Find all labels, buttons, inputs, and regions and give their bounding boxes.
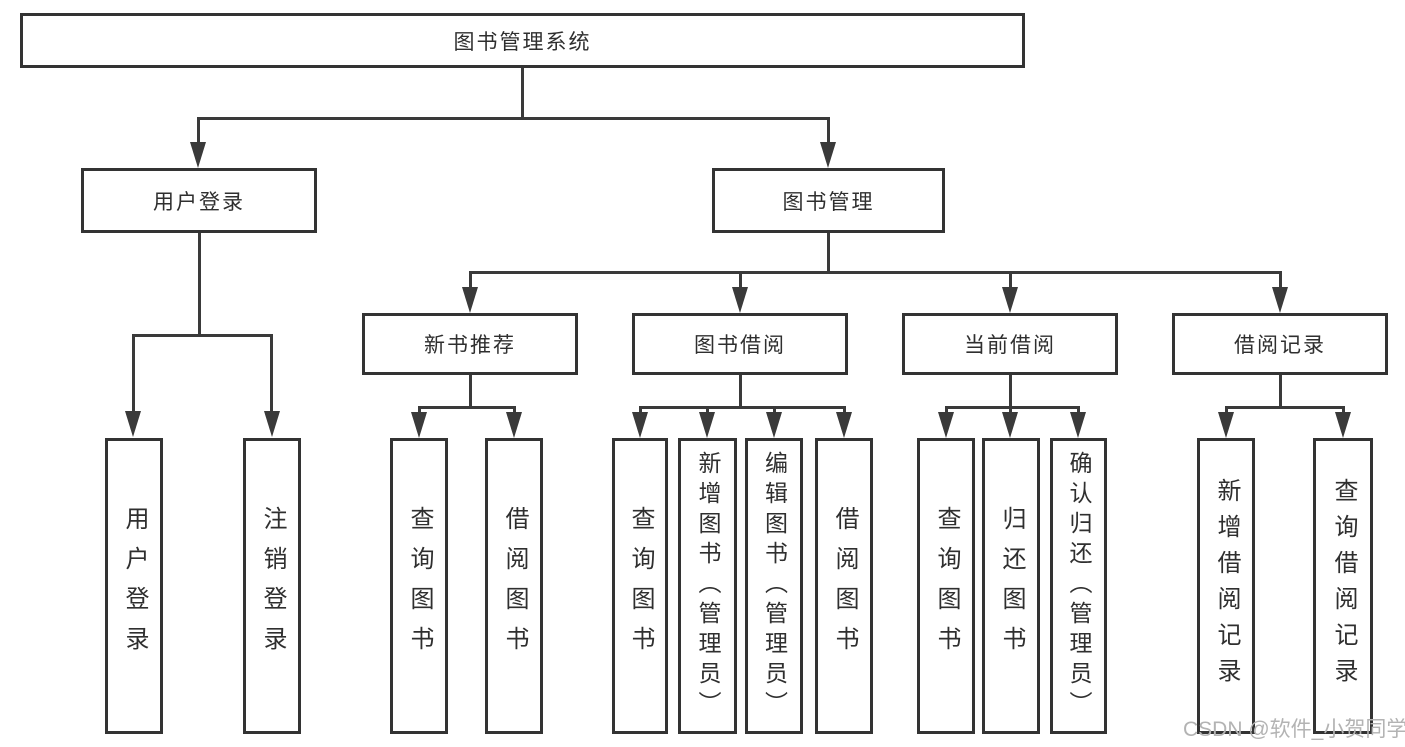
arrowhead-down: [1218, 412, 1234, 438]
node-new-book-recommend: 新书推荐: [362, 313, 578, 375]
leaf-current-return-books: 归还图书: [982, 438, 1040, 734]
leaf-records-add-record: 新增借阅记录: [1197, 438, 1255, 734]
arrowhead-down: [732, 287, 748, 313]
connector-userlogin-drop: [270, 334, 273, 424]
connector-bookmgmt-drop: [1009, 271, 1012, 301]
node-book-management-label: 图书管理: [782, 190, 875, 214]
leaf-borrowing-borrow-books: 借阅图书: [815, 438, 873, 734]
connector-current-bar: [946, 406, 1078, 409]
arrowhead-down: [411, 412, 427, 438]
connector-bookmgmt-bar: [470, 271, 1280, 274]
node-borrowing-records-label: 借阅记录: [1234, 334, 1326, 357]
leaf-newbook-borrow-books: 借阅图书: [485, 438, 543, 734]
csdn-watermark: CSDN @软件_小贺同学: [1183, 718, 1405, 741]
node-new-book-recommend-label: 新书推荐: [424, 334, 516, 357]
connector-userlogin-stem: [198, 233, 201, 335]
leaf-borrowing-add-books: 新增图书（管理员）: [678, 438, 737, 734]
connector-bookmgmt-stem: [827, 233, 830, 272]
connector-records-stem: [1279, 375, 1282, 407]
connector-root-bar: [198, 117, 828, 120]
connector-borrowing-bar: [640, 406, 844, 409]
leaf-newbook-borrow-books-label: 借阅图书: [501, 506, 528, 666]
connector-userlogin-bar: [133, 334, 272, 337]
leaf-current-query-books-label: 查询图书: [933, 506, 960, 666]
node-user-login: 用户登录: [81, 168, 317, 233]
arrowhead-down: [1002, 287, 1018, 313]
leaf-borrowing-borrow-books-label: 借阅图书: [831, 506, 858, 666]
connector-current-stem: [1009, 375, 1012, 407]
leaf-newbook-query-books: 查询图书: [390, 438, 448, 734]
leaf-borrowing-query-books-label: 查询图书: [627, 506, 654, 666]
arrowhead-down: [1272, 287, 1288, 313]
arrowhead-down: [1070, 412, 1086, 438]
connector-newbook-bar: [419, 406, 514, 409]
connector-borrowing-stem: [739, 375, 742, 407]
node-root-label: 图书管理系统: [453, 30, 592, 54]
leaf-borrowing-add-books-label: 新增图书（管理员）: [695, 451, 721, 721]
leaf-logout-label: 注销登录: [259, 506, 286, 666]
arrowhead-down: [820, 142, 836, 168]
arrowhead-down: [1002, 412, 1018, 438]
node-current-borrowing-label: 当前借阅: [964, 334, 1056, 357]
leaf-current-confirm-return: 确认归还（管理员）: [1050, 438, 1107, 734]
leaf-logout: 注销登录: [243, 438, 301, 734]
arrowhead-down: [938, 412, 954, 438]
arrowhead-down: [836, 412, 852, 438]
node-user-login-label: 用户登录: [153, 190, 245, 214]
node-current-borrowing: 当前借阅: [902, 313, 1118, 375]
connector-root-left-drop: [197, 117, 200, 157]
arrowhead-down: [125, 411, 141, 437]
node-book-borrowing-label: 图书借阅: [694, 334, 786, 357]
arrowhead-down: [264, 411, 280, 437]
leaf-current-query-books: 查询图书: [917, 438, 975, 734]
leaf-borrowing-edit-books-label: 编辑图书（管理员）: [761, 451, 788, 721]
arrowhead-down: [699, 412, 715, 438]
connector-newbook-stem: [469, 375, 472, 407]
connector-userlogin-drop: [132, 334, 135, 424]
arrowhead-down: [190, 142, 206, 168]
arrowhead-down: [766, 412, 782, 438]
node-root: 图书管理系统: [20, 13, 1025, 68]
leaf-user-login: 用户登录: [105, 438, 163, 734]
leaf-borrowing-edit-books: 编辑图书（管理员）: [745, 438, 803, 734]
arrowhead-down: [632, 412, 648, 438]
leaf-records-query-record-label: 查询借阅记录: [1330, 478, 1357, 694]
node-borrowing-records: 借阅记录: [1172, 313, 1388, 375]
node-book-management: 图书管理: [712, 168, 945, 233]
leaf-records-add-record-label: 新增借阅记录: [1213, 478, 1240, 694]
arrowhead-down: [1335, 412, 1351, 438]
connector-root-stem: [521, 68, 524, 118]
connector-records-bar: [1226, 406, 1343, 409]
leaf-newbook-query-books-label: 查询图书: [406, 506, 433, 666]
connector-root-right-drop: [827, 117, 830, 157]
leaf-borrowing-query-books: 查询图书: [612, 438, 668, 734]
connector-bookmgmt-drop: [739, 271, 742, 301]
node-book-borrowing: 图书借阅: [632, 313, 848, 375]
connector-bookmgmt-drop: [1279, 271, 1282, 301]
leaf-current-return-books-label: 归还图书: [998, 506, 1025, 666]
arrowhead-down: [506, 412, 522, 438]
connector-bookmgmt-drop: [469, 271, 472, 301]
leaf-current-confirm-return-label: 确认归还（管理员）: [1066, 451, 1092, 721]
leaf-user-login-label: 用户登录: [121, 506, 148, 666]
arrowhead-down: [462, 287, 478, 313]
leaf-records-query-record: 查询借阅记录: [1313, 438, 1373, 734]
